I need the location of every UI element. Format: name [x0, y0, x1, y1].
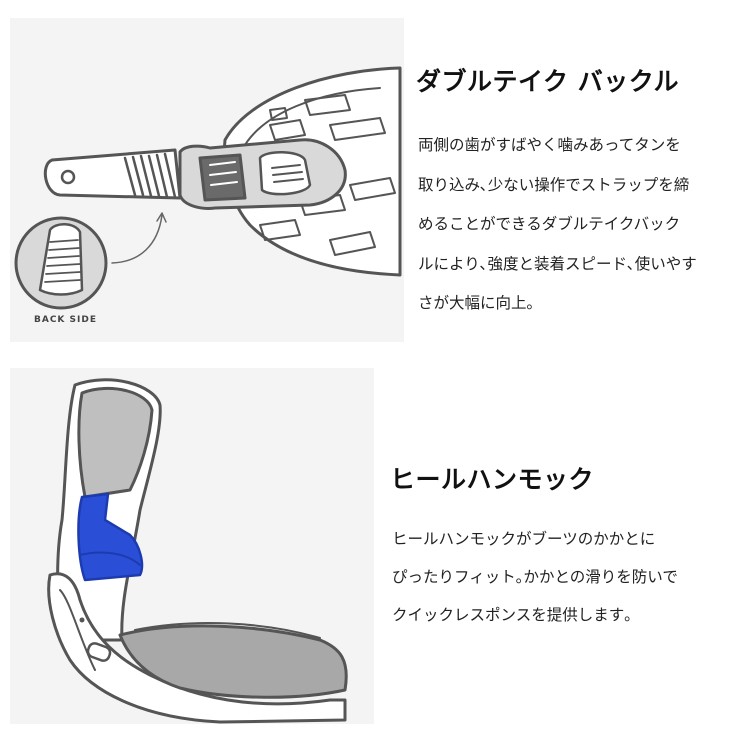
description-line: ぴったりフィット｡かかとの滑りを防いで: [392, 568, 678, 586]
section-title-heel-hammock: ヒールハンモック: [390, 465, 595, 494]
back-side-label: BACK SIDE: [34, 315, 97, 325]
description-line: ルにより､強度と装着スピード､使いやす: [418, 254, 697, 273]
section-title-double-take-buckle: ダブルテイク バックル: [416, 67, 679, 96]
description-line: ヒールハンモックがブーツのかかとに: [392, 530, 656, 548]
description-line: さが大幅に向上｡: [418, 294, 535, 312]
description-line: 取り込み､少ない操作でストラップを締: [418, 175, 690, 194]
binding-illustration: [47, 378, 348, 724]
description-line: めることができるダブルテイクバック: [418, 215, 681, 233]
section-description-double-take-buckle: 両側の歯がすばやく噛みあってタンを 取り込み､少ない操作でストラップを締 めるこ…: [418, 133, 697, 331]
description-line: クイックレスポンスを提供します｡: [392, 606, 632, 624]
description-line: 両側の歯がすばやく噛みあってタンを: [418, 136, 681, 154]
buckle-illustration: [14, 66, 402, 310]
section-description-heel-hammock: ヒールハンモックがブーツのかかとに ぴったりフィット｡かかとの滑りを防いで クイ…: [392, 527, 678, 641]
